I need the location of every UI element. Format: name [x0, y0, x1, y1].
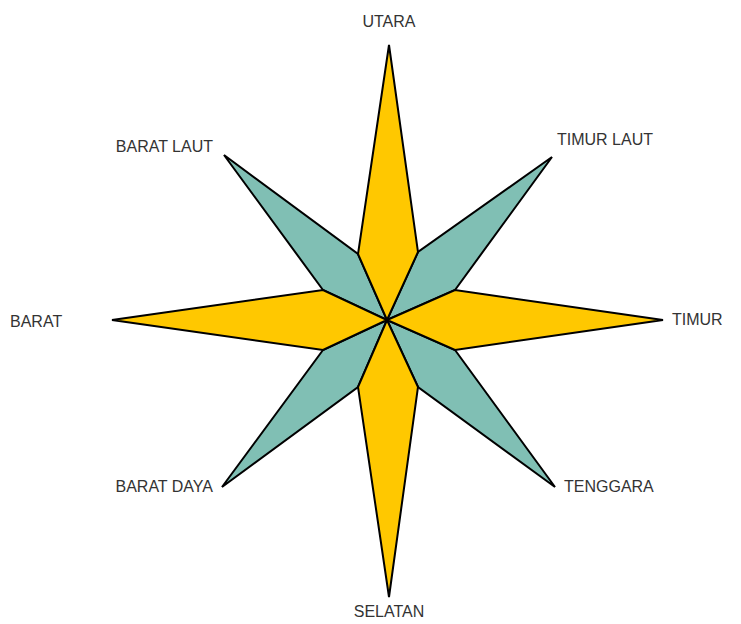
- direction-label: TIMUR LAUT: [557, 132, 653, 148]
- east-arm: [387, 290, 663, 350]
- direction-label: TIMUR: [672, 312, 723, 328]
- direction-label: TENGGARA: [564, 479, 654, 495]
- direction-label: BARAT DAYA: [115, 479, 213, 495]
- direction-label: BARAT: [10, 314, 62, 330]
- direction-label: UTARA: [362, 14, 415, 30]
- west-arm: [112, 290, 387, 350]
- direction-label: SELATAN: [354, 604, 425, 620]
- direction-label: BARAT LAUT: [116, 139, 213, 155]
- north-arm: [358, 45, 418, 320]
- south-arm: [358, 320, 418, 597]
